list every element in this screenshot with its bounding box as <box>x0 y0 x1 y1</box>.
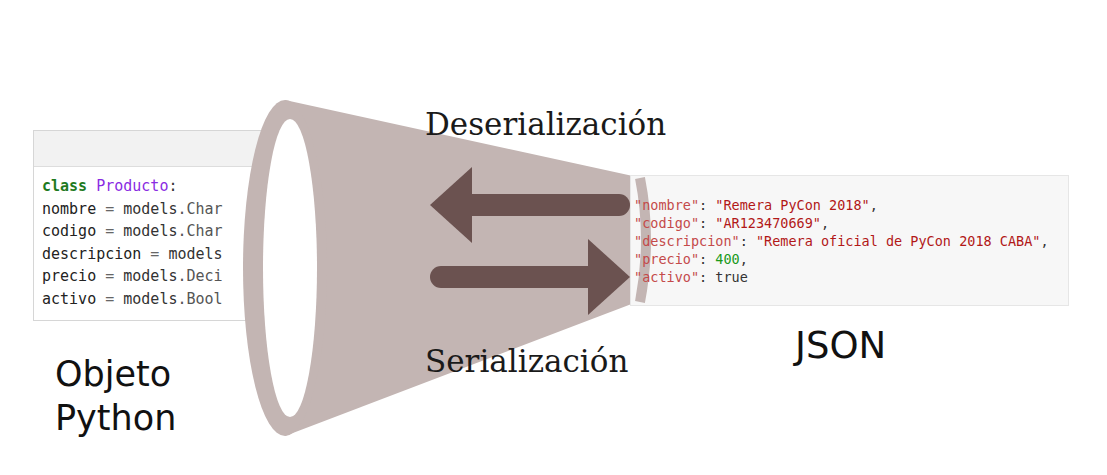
json-line: "descripcion": "Remera oficial de PyCon … <box>634 233 1049 250</box>
funnel-mouth <box>243 100 327 436</box>
json-line: "codigo": "AR123470669", <box>634 215 829 232</box>
edge-label: Serialización <box>425 343 628 379</box>
arrow-shaft <box>470 194 619 216</box>
code-line: class Producto: <box>42 176 177 196</box>
code-line: codigo = models.Char <box>42 221 223 241</box>
json-line: "nombre": "Remera PyCon 2018", <box>634 197 878 214</box>
arrow-head <box>430 167 472 243</box>
funnel-opening <box>263 119 317 417</box>
edge-label: Deserialización <box>425 106 666 142</box>
panel-heading: JSON <box>795 323 995 369</box>
panel-heading: Objeto Python <box>55 352 245 440</box>
code-line: activo = models.Bool <box>42 289 223 309</box>
flow-arrow <box>441 239 630 315</box>
code-line: descripcion = models <box>42 244 223 264</box>
json-panel: JSON"nombre": "Remera PyCon 2018","codig… <box>630 175 1068 305</box>
flow-arrow <box>430 167 619 243</box>
json-line: "precio": 400, <box>634 251 748 268</box>
json-panel <box>631 176 1069 306</box>
arrow-head <box>588 239 630 315</box>
funnel-cone <box>285 100 647 436</box>
arrow-shaft <box>441 266 590 288</box>
python-object-panel: Objeto Python class Producto: nombre = mod… <box>33 130 430 440</box>
code-line: precio = models.Deci <box>42 266 223 286</box>
code-line: nombre = models.Char <box>42 199 223 219</box>
json-line: "activo": true <box>634 269 748 286</box>
